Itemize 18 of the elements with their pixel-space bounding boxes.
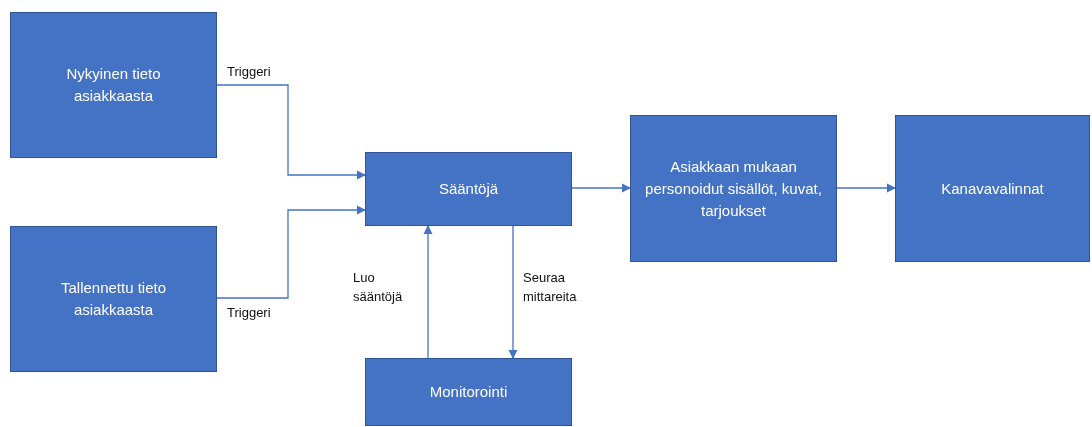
box-label: Tallennettu tieto asiakkaasta <box>59 278 168 320</box>
box-label: Nykyinen tieto asiakkaasta <box>65 64 162 106</box>
arrow <box>216 205 366 299</box>
arrow <box>836 183 896 193</box>
process-box <box>630 115 837 262</box>
box-label: Asiakkaan mukaan personoidut sisällöt, kuvat, tarjoukset <box>644 156 823 221</box>
process-box <box>365 152 572 226</box>
arrow <box>508 225 518 359</box>
arrow <box>571 183 631 193</box>
process-box <box>10 226 217 372</box>
process-box <box>895 115 1090 262</box>
box-label: Kanavavalinnat <box>941 178 1044 199</box>
box-label: Sääntöjä <box>438 179 499 199</box>
process-box <box>365 358 572 426</box>
arrow <box>216 84 366 180</box>
arrow <box>423 225 433 359</box>
box-label: Monitorointi <box>429 382 508 402</box>
process-box <box>10 12 217 158</box>
